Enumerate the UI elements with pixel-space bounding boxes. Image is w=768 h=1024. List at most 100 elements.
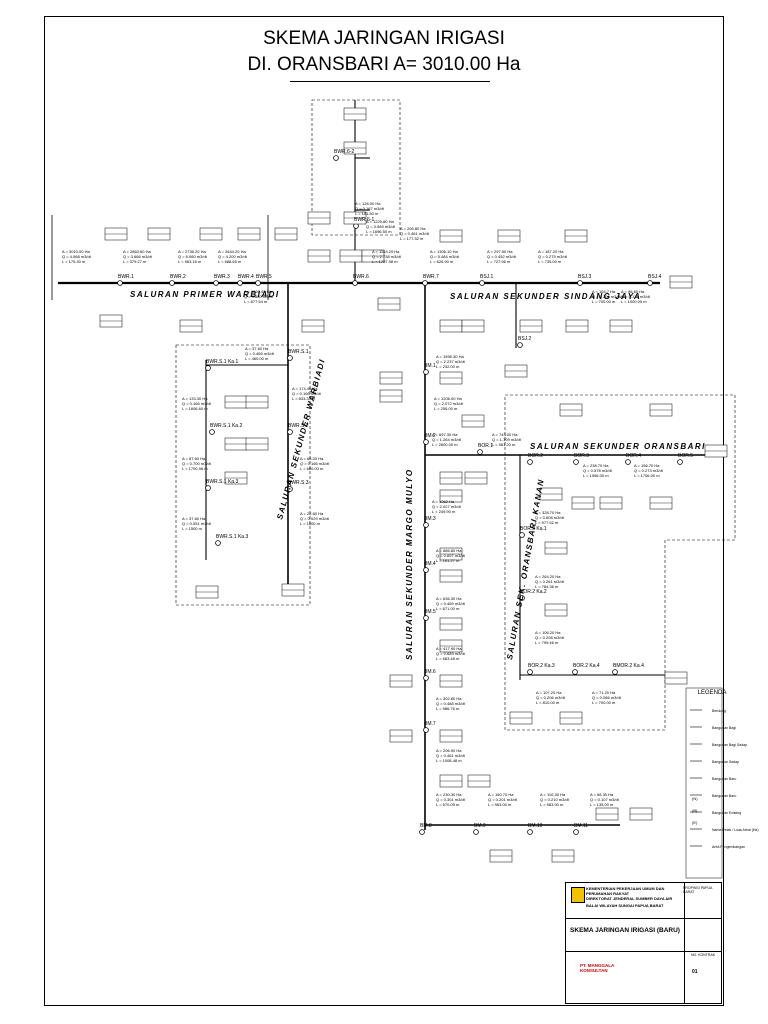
annotation-a1-line0: A = 3010.00 Ha	[62, 249, 90, 254]
annotation-a31-line2: L = 963.00 m	[488, 802, 512, 807]
node-label-bmor2ka4: BMOR.2 Ka.4	[613, 663, 644, 669]
canal-label-sekunder-sindang-jaya: SALURAN SEKUNDER SINDANG JAYA	[450, 292, 641, 301]
node-label-bwr7: BWR.7	[423, 274, 439, 280]
annotation-a35-line1: Q = 0.166 m3/dt	[182, 401, 212, 406]
annotation-a23-line1: Q = 0.086 m3/dt	[592, 695, 622, 700]
annotation-a27-line0: A = 417.90 Ha	[436, 646, 462, 651]
annotation-a20-line1: Q = 0.261 m3/dt	[535, 579, 565, 584]
annotation-a2-line2: L = 379.27 m	[123, 259, 147, 264]
structure-node-bwr1	[117, 280, 123, 286]
structure-node-bwrs1ka2	[209, 429, 215, 435]
structure-node-bm7	[423, 727, 429, 733]
annotation-a12-line0: A = 96.60 Ha	[621, 289, 645, 294]
annotation-a28-line0: A = 302.80 Ha	[436, 696, 462, 701]
structure-node-bmor2ka4	[612, 669, 618, 675]
annotation-a39-line0: A = 22.60 Ha	[300, 511, 324, 516]
annotation-a6-line1: Q = 3.589 m3/dt	[366, 224, 396, 229]
annotation-a33-line1: Q = 0.107 m3/dt	[590, 797, 620, 802]
node-label-bm5: BM.5	[424, 609, 436, 615]
node-label-bwrs3: BWR.S.3	[288, 480, 309, 486]
directorate-text: DIREKTORAT JENDERAL SUMBER DAYA AIR	[586, 896, 673, 901]
structure-node-bor2ka1	[519, 532, 525, 538]
annotation-a10-line0: A = 187.20 Ha	[538, 249, 564, 254]
structure-node-bm4	[423, 567, 429, 573]
structure-node-bwrs1ka3	[205, 485, 211, 491]
balai-text: BALAI WILAYAH SUNGAI PAPUA BARAT	[586, 903, 664, 908]
annotation-a21-line1: Q = 0.208 m3/dt	[535, 635, 565, 640]
annotation-a11-line2: L = 700.00 m	[592, 299, 616, 304]
annotation-a42-line1: Q = 0.465 m3/dt	[245, 351, 275, 356]
annotation-a16-line2: L = 561.20 m	[492, 442, 516, 447]
structure-node-bsj3	[577, 280, 583, 286]
annotation-a9-line1: Q = 0.452 m3/dt	[487, 254, 517, 259]
annotation-a13-line0: A = 1595.30 Ha	[436, 354, 464, 359]
annotation-a41-line2: L = 181.50 m	[355, 211, 379, 216]
annotation-a7-line0: A = 1163.20 Ha	[372, 249, 400, 254]
node-label-bm4: BM.4	[424, 561, 436, 567]
annotation-a39-line2: L = 1500 m	[300, 521, 321, 526]
canal-label-sekunder-warbiadi: SALURAN SEKUNDER WARBIADI	[275, 357, 327, 520]
node-label-bwrs1: BWR.S.1	[288, 349, 309, 355]
annotation-a30-line1: Q = 0.301 m3/dt	[436, 797, 466, 802]
annotation-a1-line2: L = 175.30 m	[62, 259, 86, 264]
node-label-bor3: BOR.3	[574, 453, 589, 459]
annotation-a29-line0: A = 206.90 Ha	[436, 748, 462, 753]
consultant-name: PT. MANGGALA KONSULTAN	[580, 963, 615, 973]
annotation-a36-line1: Q = 0.700 m3/dt	[182, 461, 212, 466]
annotation-a40-line0: A = 206.80 Ha	[400, 226, 426, 231]
structure-node-bm1	[423, 369, 429, 375]
diagram-title: SKEMA JARINGAN IRIGASI	[263, 28, 505, 49]
annotation-a25-line1: Q = 0.697 m3/dt	[436, 553, 466, 558]
node-label-bor4: BOR.4	[626, 453, 641, 459]
structure-node-bor2ka3	[527, 669, 533, 675]
canal-label-primer: SALURAN PRIMER WARBIADI	[130, 290, 280, 299]
structure-node-bm9	[473, 829, 479, 835]
annotation-a32-line1: Q = 0.210 m3/dt	[540, 797, 570, 802]
structure-node-bwr7	[422, 280, 428, 286]
node-label-bwr1: BWR.1	[118, 274, 134, 280]
annotation-a26-line2: L = 671.00 m	[436, 606, 460, 611]
structure-node-bor2ka4	[572, 669, 578, 675]
annotation-a11-line1: Q = 0.206 m3/dt	[592, 294, 622, 299]
annotation-a14-line2: L = 206.00 m	[434, 406, 458, 411]
annotation-a37-line1: Q = 0.051 m3/dt	[182, 521, 212, 526]
title-underline	[290, 81, 490, 82]
structure-node-bwr4	[237, 280, 243, 286]
annotation-a30-line2: L = 670.05 m	[436, 802, 460, 807]
annotation-a5-line0: A = 2620.00 Ha	[244, 289, 272, 294]
diagram-subtitle: DI. ORANSBARI A= 3010.00 Ha	[247, 54, 521, 75]
annotation-a39-line1: Q = 0.029 m3/dt	[300, 516, 330, 521]
structure-node-bwrs1ka3b	[215, 540, 221, 546]
annotation-a19-line2: L = 977.52 m	[535, 520, 559, 525]
annotation-a10-line2: L = 735.00 m	[538, 259, 562, 264]
annotation-a38-line0: A = 68.00 Ha	[300, 456, 324, 461]
structure-node-bwr6	[352, 280, 358, 286]
structure-node-bsj4	[647, 280, 653, 286]
node-label-bm8: BM.8	[420, 823, 432, 829]
structure-node-bor5	[677, 459, 683, 465]
annotation-a13-line1: Q = 2.237 m3/dt	[436, 359, 466, 364]
annotation-a26-line1: Q = 0.469 m3/dt	[436, 601, 466, 606]
annotation-a22-line2: L = 810.00 m	[536, 700, 560, 705]
annotation-a38-line1: Q = 0.166 m3/dt	[300, 461, 330, 466]
annotation-a33-line2: L = 135.00 m	[590, 802, 614, 807]
canal-label-sekunder-oransbari: SALURAN SEKUNDER ORANSBARI	[530, 442, 706, 451]
annotation-a17-line1: Q = 0.578 m3/dt	[583, 468, 613, 473]
structure-node-bor2	[527, 459, 533, 465]
annotation-a22-line1: Q = 0.206 m3/dt	[536, 695, 566, 700]
annotation-a17-line0: A = 238.70 Ha	[583, 463, 609, 468]
annotation-a40-line1: Q = 0.461 m3/dt	[400, 231, 430, 236]
node-label-bsj4: BSJ.4	[648, 274, 662, 280]
annotation-a6-line0: A = 1229.80 Ha	[366, 219, 394, 224]
annotation-a35-line0: A = 133.30 Ha	[182, 396, 208, 401]
annotation-a4-line2: L = 688.65 m	[218, 259, 242, 264]
province-text: PROPINSI PAPUA BARAT	[683, 886, 713, 894]
node-label-bwr3: BWR.3	[214, 274, 230, 280]
annotation-a15-line1: Q = 1.264 m3/dt	[432, 437, 462, 442]
annotation-a16-line0: A = 743.00 Ha	[492, 432, 518, 437]
structure-node-bm11	[573, 829, 579, 835]
node-label-bwr6: BWR.6	[353, 274, 369, 280]
annotation-a8-line1: Q = 5.484 m3/dt	[430, 254, 460, 259]
annotation-a23-line0: A = 71.20 Ha	[592, 690, 616, 695]
